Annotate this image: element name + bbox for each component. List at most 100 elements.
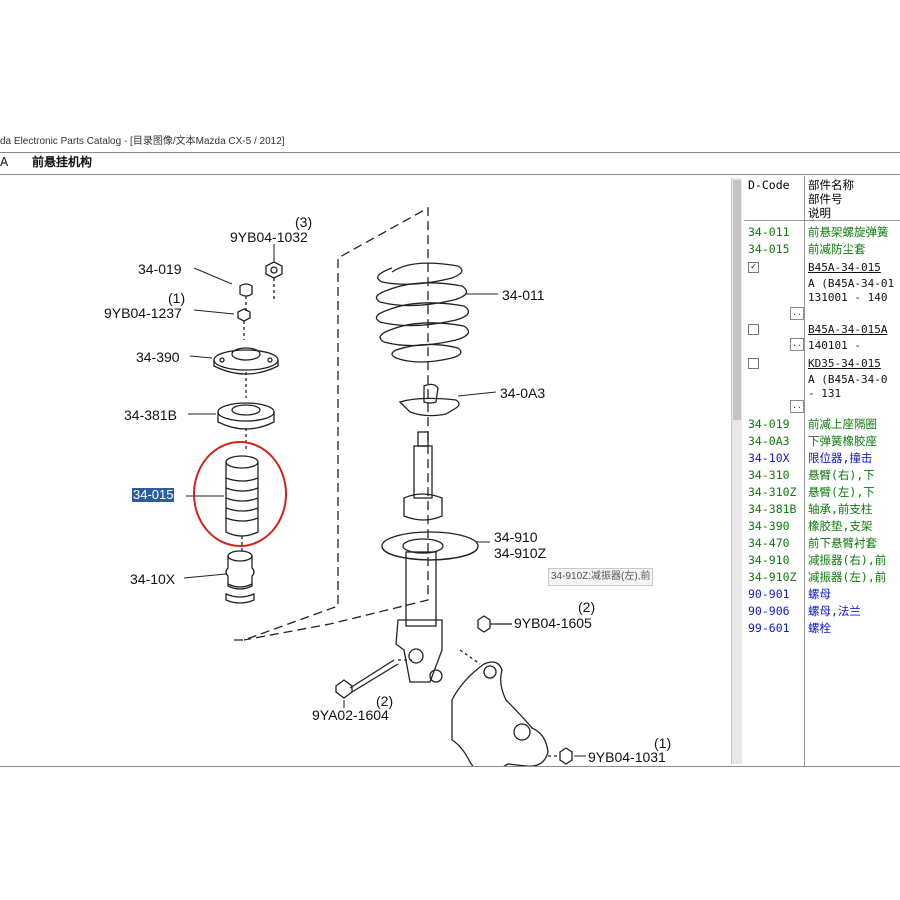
row-desc: 减振器(右),前 bbox=[808, 553, 887, 567]
bolt-9ya02-1604 bbox=[335, 659, 412, 699]
variant-checkbox[interactable] bbox=[748, 358, 759, 369]
selected-part-label[interactable]: 34-015 bbox=[132, 487, 175, 502]
table-row[interactable]: 34-310 悬臂(右),下 bbox=[744, 467, 900, 484]
variant-row[interactable]: ✓ B45A-34-015 bbox=[744, 260, 900, 275]
diagram-canvas: (3) 9YB04-1032 34-019 (1) 9YB04-1237 34-… bbox=[104, 206, 671, 766]
row-code: 34-910Z bbox=[748, 570, 797, 584]
header-description: 部件名称 部件号 说明 bbox=[808, 178, 854, 220]
row-code: 34-381B bbox=[748, 502, 797, 516]
row-code: 34-10X bbox=[748, 451, 790, 465]
variant-detail: - 131 bbox=[744, 386, 900, 401]
variant-part-number[interactable]: B45A-34-015A bbox=[808, 323, 888, 336]
row-desc: 悬臂(右),下 bbox=[808, 468, 875, 482]
row-code: 34-011 bbox=[748, 225, 790, 239]
table-row[interactable]: 34-390 橡胶垫,支架 bbox=[744, 518, 900, 535]
expand-button[interactable]: .. bbox=[790, 338, 804, 351]
table-row[interactable]: 34-470 前下悬臂衬套 bbox=[744, 535, 900, 552]
row-code: 34-310 bbox=[748, 468, 790, 482]
spring-34-011 bbox=[375, 262, 470, 363]
callout-34-011: 34-011 bbox=[502, 287, 545, 303]
row-desc: 限位器,撞击 bbox=[808, 451, 873, 465]
variant-detail: 131001 - 140 bbox=[744, 290, 900, 305]
callout-34-910z: 34-910Z bbox=[494, 545, 547, 561]
variant-row[interactable]: KD35-34-015 bbox=[744, 356, 900, 371]
row-code: 34-910 bbox=[748, 553, 790, 567]
expand-button[interactable]: .. bbox=[790, 307, 804, 320]
header-notes: 说明 bbox=[808, 206, 831, 220]
callout-9yb04-1237: 9YB04-1237 bbox=[104, 305, 182, 321]
row-desc: 轴承,前支柱 bbox=[808, 502, 873, 516]
strut-34-910 bbox=[381, 431, 479, 683]
nut-9yb04-1237 bbox=[237, 308, 251, 340]
table-row[interactable]: 34-310Z 悬臂(左),下 bbox=[744, 484, 900, 501]
row-desc: 螺母,法兰 bbox=[808, 604, 861, 618]
row-desc: 悬臂(左),下 bbox=[808, 485, 875, 499]
scrollbar-thumb[interactable] bbox=[733, 180, 741, 420]
variant-detail-line: 131001 - 140 bbox=[808, 291, 888, 304]
parts-table: D-Code 部件名称 部件号 说明 34-011 前悬架螺旋弹簧 34-015… bbox=[744, 176, 900, 766]
header-part-number: 部件号 bbox=[808, 192, 843, 206]
row-desc: 螺母 bbox=[808, 587, 831, 601]
table-row[interactable]: 34-10X 限位器,撞击 bbox=[744, 450, 900, 467]
row-code: 34-015 bbox=[748, 242, 790, 256]
variant-part-number[interactable]: KD35-34-015 bbox=[808, 357, 881, 370]
table-row[interactable]: 90-901 螺母 bbox=[744, 586, 900, 603]
nut-9yb04-1031 bbox=[548, 747, 573, 765]
callout-34-10x: 34-10X bbox=[130, 571, 176, 587]
row-code: 34-470 bbox=[748, 536, 790, 550]
title-divider bbox=[0, 152, 900, 153]
variant-checkbox[interactable] bbox=[748, 324, 759, 335]
table-row[interactable]: 34-019 前减上座隔圈 bbox=[744, 416, 900, 433]
row-code: 34-390 bbox=[748, 519, 790, 533]
variant-row[interactable]: B45A-34-015A bbox=[744, 322, 900, 337]
variant-part-number[interactable]: B45A-34-015 bbox=[808, 261, 881, 274]
row-code: 90-906 bbox=[748, 604, 790, 618]
header-part-name: 部件名称 bbox=[808, 178, 854, 192]
seat-34-0a3 bbox=[398, 383, 460, 417]
nut-9yb04-1032 bbox=[265, 261, 283, 300]
bumpstop-34-10x bbox=[225, 550, 255, 604]
diagram-vertical-scrollbar[interactable] bbox=[731, 178, 742, 764]
callout-34-910: 34-910 bbox=[494, 529, 538, 545]
callout-9ya02-1604: 9YA02-1604 bbox=[312, 707, 389, 723]
bearing-34-381b bbox=[217, 402, 275, 452]
callout-9yb04-1237-qty: (1) bbox=[168, 290, 185, 306]
table-row[interactable]: 34-015 前减防尘套 bbox=[744, 241, 900, 258]
callout-9yb04-1031-qty: (1) bbox=[654, 735, 671, 751]
row-code: 34-0A3 bbox=[748, 434, 790, 448]
row-desc: 前减上座隔圈 bbox=[808, 417, 877, 431]
row-desc: 下弹簧橡胶座 bbox=[808, 434, 877, 448]
variant-checkbox[interactable]: ✓ bbox=[748, 262, 759, 273]
table-row[interactable]: 34-381B 轴承,前支柱 bbox=[744, 501, 900, 518]
assembly-outline bbox=[234, 206, 429, 641]
highlight-circle bbox=[193, 441, 287, 547]
table-row[interactable]: 99-601 螺栓 bbox=[744, 620, 900, 637]
window-title: da Electronic Parts Catalog - [目录图像/文本Ma… bbox=[0, 136, 285, 147]
callout-34-019: 34-019 bbox=[138, 261, 182, 277]
table-row[interactable]: 34-011 前悬架螺旋弹簧 bbox=[744, 224, 900, 241]
variant-detail-line: A (B45A-34-0 bbox=[808, 373, 888, 386]
callout-9yb04-1605-qty: (2) bbox=[578, 599, 595, 615]
table-row[interactable]: 34-0A3 下弹簧橡胶座 bbox=[744, 433, 900, 450]
leader-lines bbox=[183, 244, 586, 757]
parts-diagram[interactable]: (3) 9YB04-1032 34-019 (1) 9YB04-1237 34-… bbox=[0, 176, 714, 766]
callout-9yb04-1032-qty: (3) bbox=[295, 214, 312, 230]
row-desc: 前悬架螺旋弹簧 bbox=[808, 225, 889, 239]
callout-9yb04-1605: 9YB04-1605 bbox=[514, 615, 592, 631]
callout-9yb04-1032: 9YB04-1032 bbox=[230, 229, 308, 245]
table-header: D-Code 部件名称 部件号 说明 bbox=[744, 176, 900, 221]
table-row[interactable]: 34-910 减振器(右),前 bbox=[744, 552, 900, 569]
callout-34-390: 34-390 bbox=[136, 349, 180, 365]
expand-button[interactable]: .. bbox=[790, 400, 804, 413]
callout-9ya02-1604-qty: (2) bbox=[376, 693, 393, 709]
table-row[interactable]: 34-910Z 减振器(左),前 bbox=[744, 569, 900, 586]
callout-34-381b: 34-381B bbox=[124, 407, 177, 423]
variant-detail: A (B45A-34-0 bbox=[744, 372, 900, 387]
callout-labels: (3) 9YB04-1032 34-019 (1) 9YB04-1237 34-… bbox=[104, 214, 671, 765]
row-desc: 橡胶垫,支架 bbox=[808, 519, 873, 533]
steering-knuckle bbox=[451, 649, 549, 766]
row-desc: 前下悬臂衬套 bbox=[808, 536, 877, 550]
bottom-divider bbox=[0, 766, 900, 767]
table-row[interactable]: 90-906 螺母,法兰 bbox=[744, 603, 900, 620]
